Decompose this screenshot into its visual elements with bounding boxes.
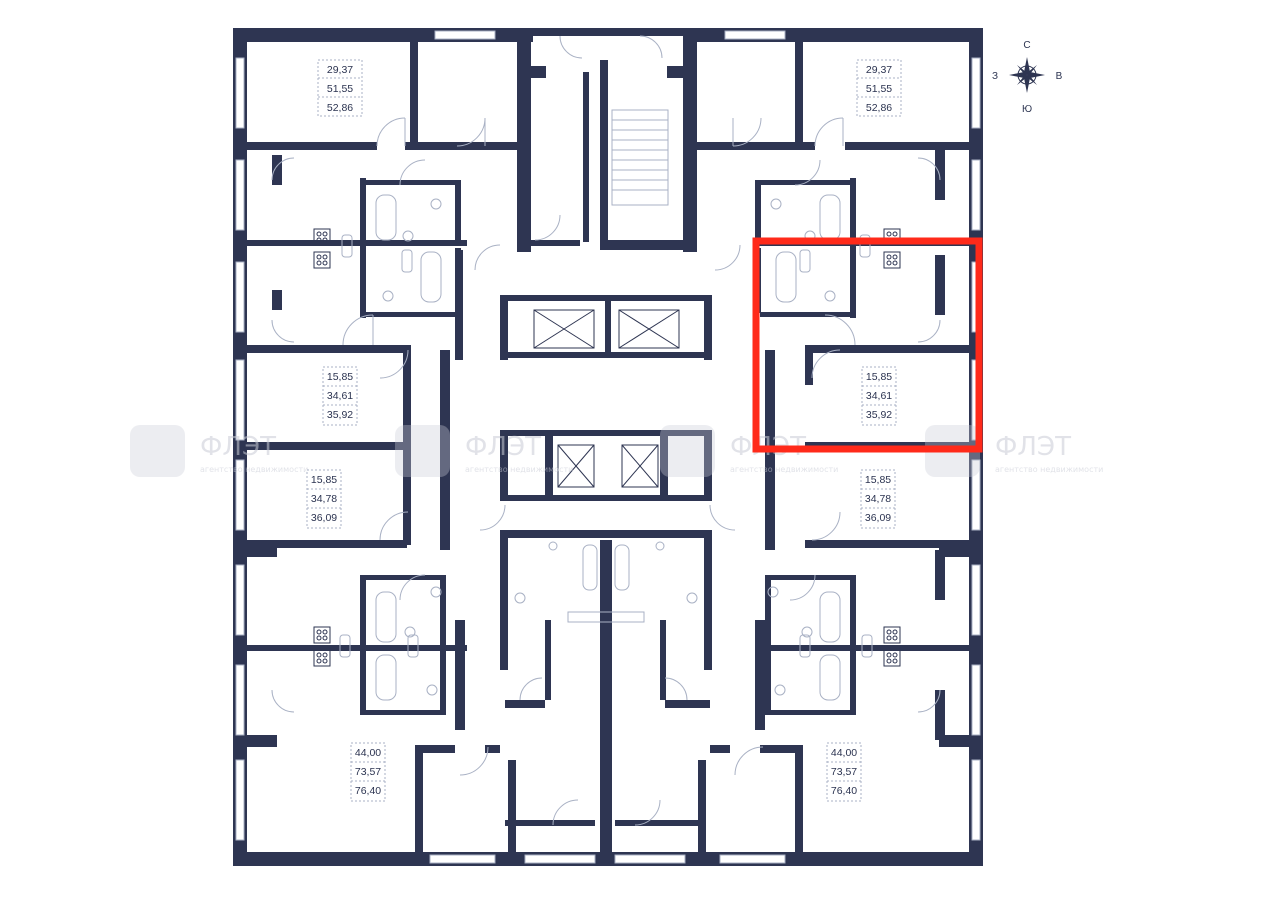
unit-label-top-right[interactable]: 29,37 51,55 52,86 bbox=[856, 59, 902, 117]
unit-label-mid-left-1[interactable]: 15,85 34,61 35,92 bbox=[322, 366, 358, 426]
elevator-shafts bbox=[533, 309, 680, 488]
watermark-4: ФЛЭТ агентство недвижимости bbox=[925, 425, 1103, 477]
area: 34,78 bbox=[865, 493, 891, 505]
unit-label-mid-left-2[interactable]: 15,85 34,78 36,09 bbox=[306, 469, 342, 529]
watermark-brand-4: ФЛЭТ bbox=[995, 432, 1071, 462]
unit-label-bottom-left[interactable]: 44,00 73,57 76,40 bbox=[350, 742, 386, 802]
watermark-tagline-3: агентство недвижимости bbox=[730, 465, 838, 474]
door-swings bbox=[271, 35, 941, 826]
watermark-2: ФЛЭТ агентство недвижимости bbox=[395, 425, 573, 477]
selected-apartment-frame[interactable] bbox=[752, 237, 983, 453]
watermark-tagline-2: агентство недвижимости bbox=[465, 465, 573, 474]
living-area: 15,85 bbox=[866, 371, 892, 383]
fixtures bbox=[339, 194, 873, 701]
unit-label-mid-right-2[interactable]: 15,85 34,78 36,09 bbox=[860, 469, 896, 529]
watermark: ФЛЭТ агентство недвижимости ФЛЭТ агентст… bbox=[130, 425, 1103, 477]
living-area: 29,37 bbox=[327, 64, 353, 76]
total-area: 35,92 bbox=[327, 409, 353, 421]
compass-rose-icon bbox=[1009, 57, 1045, 93]
compass-east: В bbox=[1056, 71, 1063, 82]
area: 34,61 bbox=[327, 390, 353, 402]
living-area: 15,85 bbox=[311, 474, 337, 486]
stairs bbox=[611, 109, 669, 206]
area: 73,57 bbox=[831, 766, 857, 778]
total-area: 52,86 bbox=[866, 102, 892, 114]
area: 34,78 bbox=[311, 493, 337, 505]
watermark-tagline-1: агентство недвижимости bbox=[200, 465, 308, 474]
living-area: 44,00 bbox=[831, 747, 857, 759]
area: 73,57 bbox=[355, 766, 381, 778]
living-area: 29,37 bbox=[866, 64, 892, 76]
area: 51,55 bbox=[866, 83, 892, 95]
living-area: 44,00 bbox=[355, 747, 381, 759]
total-area: 35,92 bbox=[866, 409, 892, 421]
watermark-1: ФЛЭТ агентство недвижимости bbox=[130, 425, 308, 477]
watermark-tagline-4: агентство недвижимости bbox=[995, 465, 1103, 474]
total-area: 52,86 bbox=[327, 102, 353, 114]
unit-label-top-left[interactable]: 29,37 51,55 52,86 bbox=[317, 59, 363, 117]
living-area: 15,85 bbox=[327, 371, 353, 383]
unit-label-bottom-right[interactable]: 44,00 73,57 76,40 bbox=[826, 742, 862, 802]
compass-north: С bbox=[1023, 40, 1030, 51]
compass: С Ю З В bbox=[992, 40, 1063, 115]
total-area: 36,09 bbox=[311, 512, 337, 524]
watermark-brand-1: ФЛЭТ bbox=[200, 432, 276, 462]
living-area: 15,85 bbox=[865, 474, 891, 486]
compass-south: Ю bbox=[1022, 104, 1032, 115]
watermark-brand-2: ФЛЭТ bbox=[465, 432, 541, 462]
area: 34,61 bbox=[866, 390, 892, 402]
total-area: 36,09 bbox=[865, 512, 891, 524]
unit-label-mid-right-1[interactable]: 15,85 34,61 35,92 bbox=[861, 366, 897, 426]
total-area: 76,40 bbox=[831, 785, 857, 797]
area: 51,55 bbox=[327, 83, 353, 95]
total-area: 76,40 bbox=[355, 785, 381, 797]
compass-west: З bbox=[992, 71, 998, 82]
